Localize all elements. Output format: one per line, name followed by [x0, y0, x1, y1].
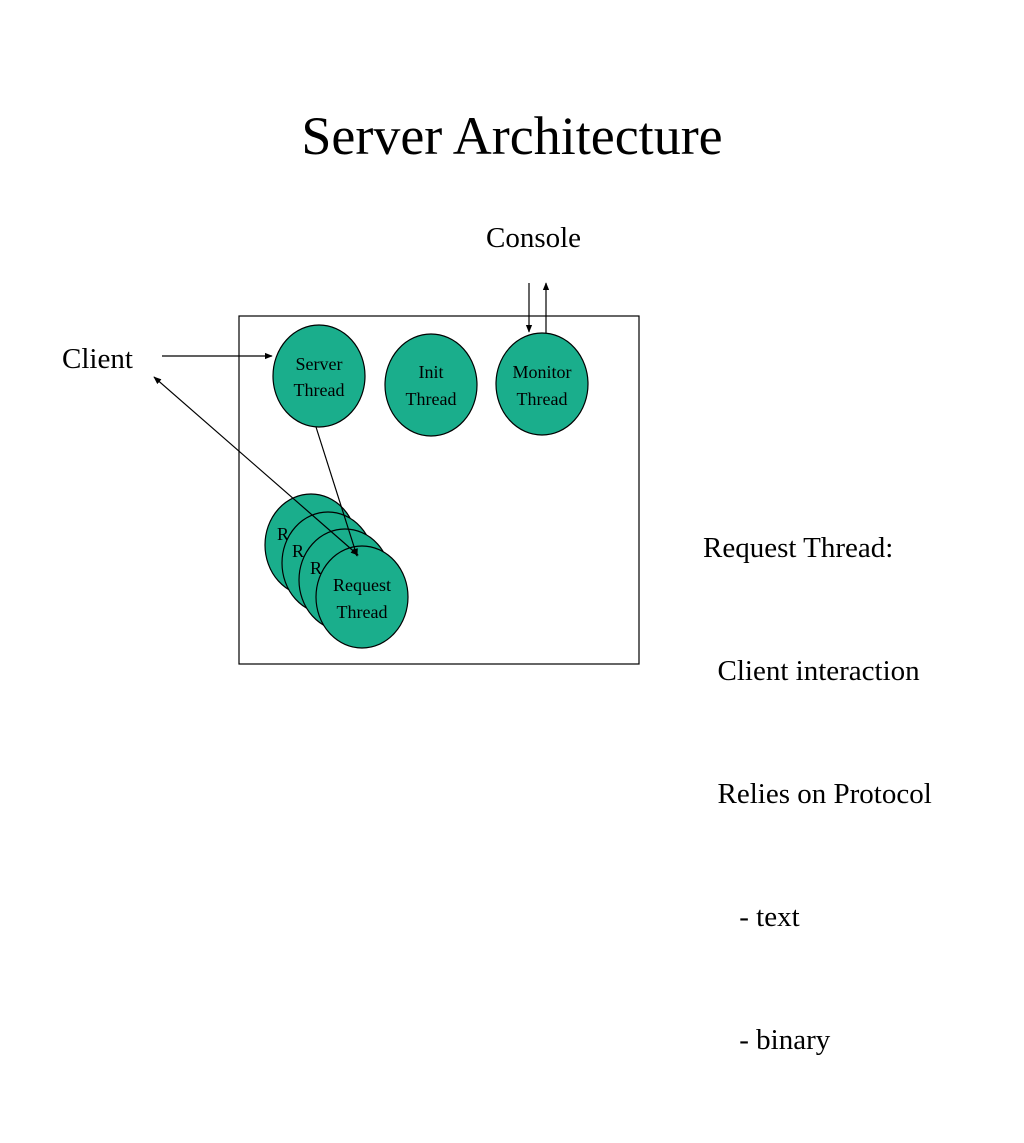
server-thread-ellipse — [272, 324, 366, 428]
init-thread-label-line2: Thread — [406, 389, 457, 409]
slide: Server Architecture Console Client Serve… — [62, 106, 932, 1056]
monitor-thread-label-line2: Thread — [517, 389, 568, 409]
request-thread-label-line2: Thread — [337, 602, 388, 622]
notes-line-relies-on-protocol: Relies on Protocol — [703, 778, 932, 810]
notes-line-client-interaction: Client interaction — [703, 655, 920, 687]
request-thread-notes: Request Thread: Client interaction Relie… — [703, 446, 932, 1143]
notes-line-binary: - binary — [703, 1024, 831, 1056]
request-thread-node: Request Thread — [315, 545, 409, 649]
notes-line-heading: Request Thread: — [703, 532, 894, 564]
init-thread-node: Init Thread — [384, 333, 478, 437]
monitor-thread-ellipse — [495, 332, 589, 436]
client-label: Client — [62, 343, 133, 375]
request-thread-label-line1: Request — [333, 575, 391, 595]
architecture-diagram: Server Thread Init Thread Monitor Thread… — [153, 282, 640, 665]
request-client-arrow — [153, 376, 359, 556]
console-label: Console — [486, 222, 582, 254]
server-thread-label-line1: Server — [296, 354, 343, 374]
notes-line-text: - text — [703, 901, 800, 933]
slide-title: Server Architecture — [301, 106, 723, 166]
request-thread-stack: R R R Request Thread — [264, 493, 409, 649]
server-thread-node: Server Thread — [272, 324, 366, 428]
monitor-thread-node: Monitor Thread — [495, 332, 589, 436]
request-thread-stack-label-2: R — [292, 541, 304, 561]
server-thread-label-line2: Thread — [294, 380, 345, 400]
request-thread-stack-label-3: R — [310, 558, 322, 578]
init-thread-label-line1: Init — [419, 362, 444, 382]
request-thread-ellipse — [315, 545, 409, 649]
init-thread-ellipse — [384, 333, 478, 437]
monitor-thread-label-line1: Monitor — [512, 362, 571, 382]
